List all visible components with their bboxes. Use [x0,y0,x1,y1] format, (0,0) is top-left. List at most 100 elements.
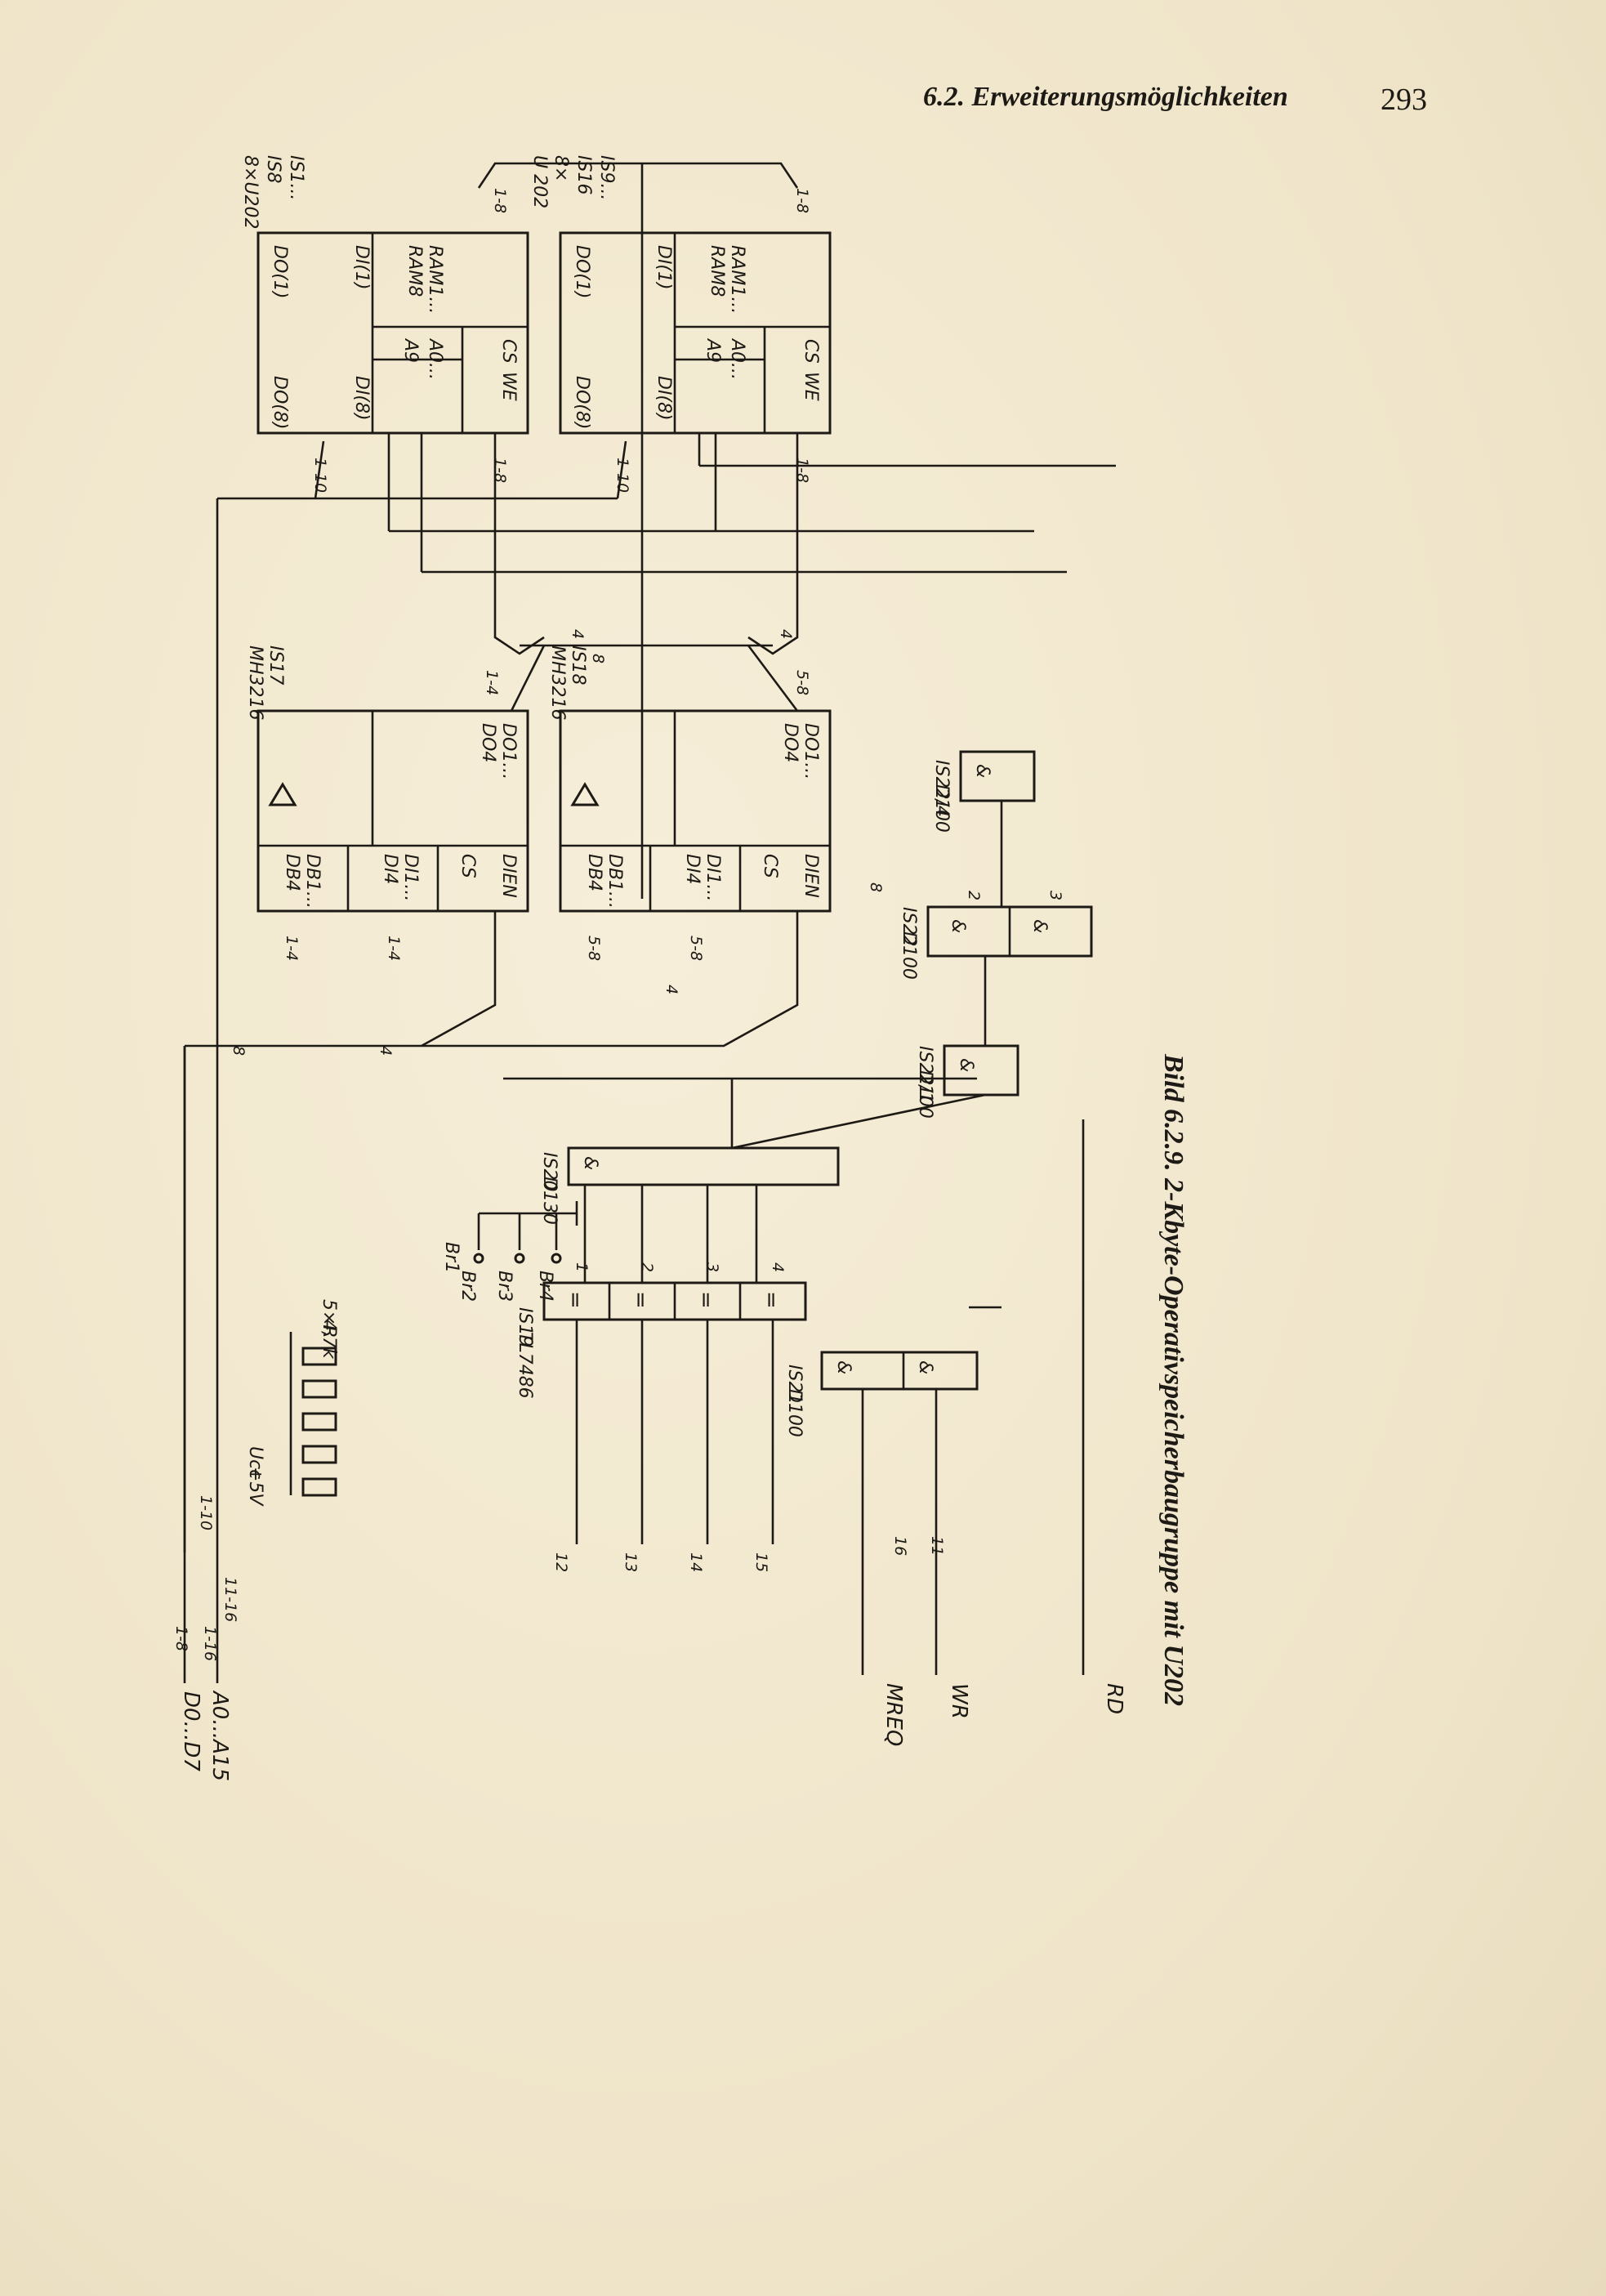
addr-tap-15: 15 [752,1552,770,1572]
driver-bottom-type: MH3216 [547,645,568,721]
driver-top-cs-pin: CS [457,854,478,878]
driver-top-ref: IS17 [265,645,286,685]
resistor-label: 5×R [319,1299,339,1338]
data-bus-wiring: 4 4 8 8 8 4 4 [230,162,885,1056]
data-bus-label: D0...D7 [179,1691,203,1771]
driver-bottom-bus-a: 5-8 [793,670,811,695]
ram-top-addr-pin: A0... [425,337,445,380]
gate-is22-1-ref: IS22/1 [915,1046,935,1103]
gate-is19-sym1: = [563,1291,587,1309]
driver-bottom-ref: IS18 [568,645,588,685]
gate-is21-type: D100 [784,1389,805,1437]
gate-is19-n1: 1 [573,1262,591,1272]
resistor-value: 4,7k [319,1320,339,1360]
address-wiring [183,433,1116,1552]
ram-bottom-di-pin: DI(1) [654,245,674,290]
jumper-br4: Br4 [535,1271,555,1302]
bus-count-8c: 8 [230,1046,248,1056]
jumper-br1: Br1 [441,1242,462,1273]
gate-is19-n4: 4 [769,1262,787,1272]
gate-is21: & & IS21 D100 [784,1351,979,1437]
ram-top-addr-pin2: A9 [400,337,421,363]
driver-bottom-db-pin: DB1... [604,854,625,909]
bus-count-4b: 4 [777,629,795,639]
gate-is22-1: & IS22/1 D100 [915,1044,1019,1119]
gate-is20-ref: IS20 [539,1152,560,1191]
ram-top-we-pin: WE [498,372,519,401]
addr-tap-11: 11 [928,1536,946,1556]
gate-is22-ref: IS22 [899,907,919,946]
ram-top-name: RAM1... [425,245,445,314]
driver-top-di-pin: DI1... [400,854,421,901]
gate-is19-sym3: = [694,1291,718,1309]
gate-is19-n3: 3 [703,1262,721,1272]
signal-mreq: MREQ [881,1683,906,1746]
ram-top-name2: RAM8 [404,245,425,297]
driver-top-dien-pin: DIEN [498,854,519,898]
gate-is22-4-sym: & [972,764,993,778]
ram-bottom-di-pin2: DI(8) [654,376,674,421]
ram-top-cs-pin: CS [498,339,519,364]
ram-top-out-bus: 1-8 [491,188,509,213]
driver-top-di-pin2: DI4 [380,854,400,884]
gate-is22-sym2: & [1029,919,1050,933]
ram-top-do-pin2: DO(8) [270,376,290,429]
driver-bottom-db-pin2: DB4 [584,854,604,891]
gate-is22-type: D100 [899,931,919,980]
page-number: 293 [1381,83,1427,117]
ram-bottom-addr-pin2: A9 [703,337,723,363]
driver-bottom-do-pin2: DO4 [780,723,801,762]
ram-top-type: 8×U202 [240,155,261,230]
driver-bottom-bus-b: 5-8 [687,936,705,961]
gate-is22: & & 2 3 IS22 D100 [899,891,1093,980]
ram-bottom-do-pin: DO(1) [572,245,592,298]
gate-is22-1-sym: & [956,1058,976,1072]
driver-top-type: MH3216 [245,645,265,721]
gate-is22-n2: 2 [965,891,983,900]
gate-is19: = = = = 1 2 3 4 IS19 TL7486 [515,1262,807,1399]
driver-bottom-di-pin: DI1... [703,854,723,901]
gate-is21-ref: IS21 [784,1365,805,1404]
figure-caption: Bild 6.2.9. 2-Kbyte-Operativspeicherbaug… [1158,1053,1189,1706]
signal-wr: WR [947,1683,971,1719]
ram-bottom-name: RAM1... [727,245,747,314]
resistor-array: 5×R 4,7k Ucc +5V [245,1299,339,1507]
ram-top-di-pin: DI(1) [351,245,372,290]
ram-top-di-pin2: DI(8) [351,376,372,421]
driver-top-bus-c: 1-4 [283,936,301,961]
ram-bottom-addr-bus: 1-10 [613,458,631,493]
driver-top-bus-a: 1-4 [483,670,501,695]
supply-name: Ucc [245,1446,265,1479]
driver-top-bus-b: 1-4 [385,936,403,961]
gate-is22-sym: & [948,919,968,933]
jumper-br2: Br2 [457,1271,478,1302]
driver-top-do-pin: DO1... [498,723,519,779]
jumper-br3: Br3 [494,1271,515,1302]
ram-block-top: RAM1... RAM8 CS WE A0... A9 DI(1) DI(8) … [240,155,529,493]
driver-bottom-do-pin: DO1... [801,723,821,779]
driver-top-do-pin2: DO4 [478,723,498,762]
ram-top-ref: IS1... [286,155,306,200]
ram-bottom-do-pin2: DO(8) [572,376,592,429]
system-bus: D0...D7 A0...A15 1-8 1-16 1-10 11-16 12 … [172,1046,1126,1781]
section-title: 6.2. Erweiterungsmöglichkeiten [923,82,1288,112]
addr-tap-16: 16 [891,1536,909,1556]
gate-is20-sym: & [580,1156,600,1170]
bus-count-4d: 4 [662,985,680,994]
addr-bus-lines: 1-16 [201,1626,219,1661]
jumper-block: Br1 Br2 Br3 Br4 [441,1201,578,1302]
ram-bottom-name2: RAM8 [707,245,727,297]
gate-is22-n3: 3 [1046,891,1064,900]
ram-top-addr-bus: 1-10 [311,458,329,493]
ram-bottom-out-bus: 1-8 [793,188,811,213]
gate-is22-4-type: D100 [931,784,952,833]
gate-is19-type: TL7486 [515,1332,535,1399]
driver-top-db-pin: DB1... [302,854,323,909]
ram-bottom-addr-pin: A0... [727,337,747,380]
ram-bottom-cs-pin: CS [801,339,821,364]
bus-count-4a: 4 [569,629,587,639]
ram-bottom-ref2: IS16 [573,155,594,194]
driver-bottom-dien-pin: DIEN [801,854,821,898]
addr-bus-label: A0...A15 [207,1690,232,1781]
